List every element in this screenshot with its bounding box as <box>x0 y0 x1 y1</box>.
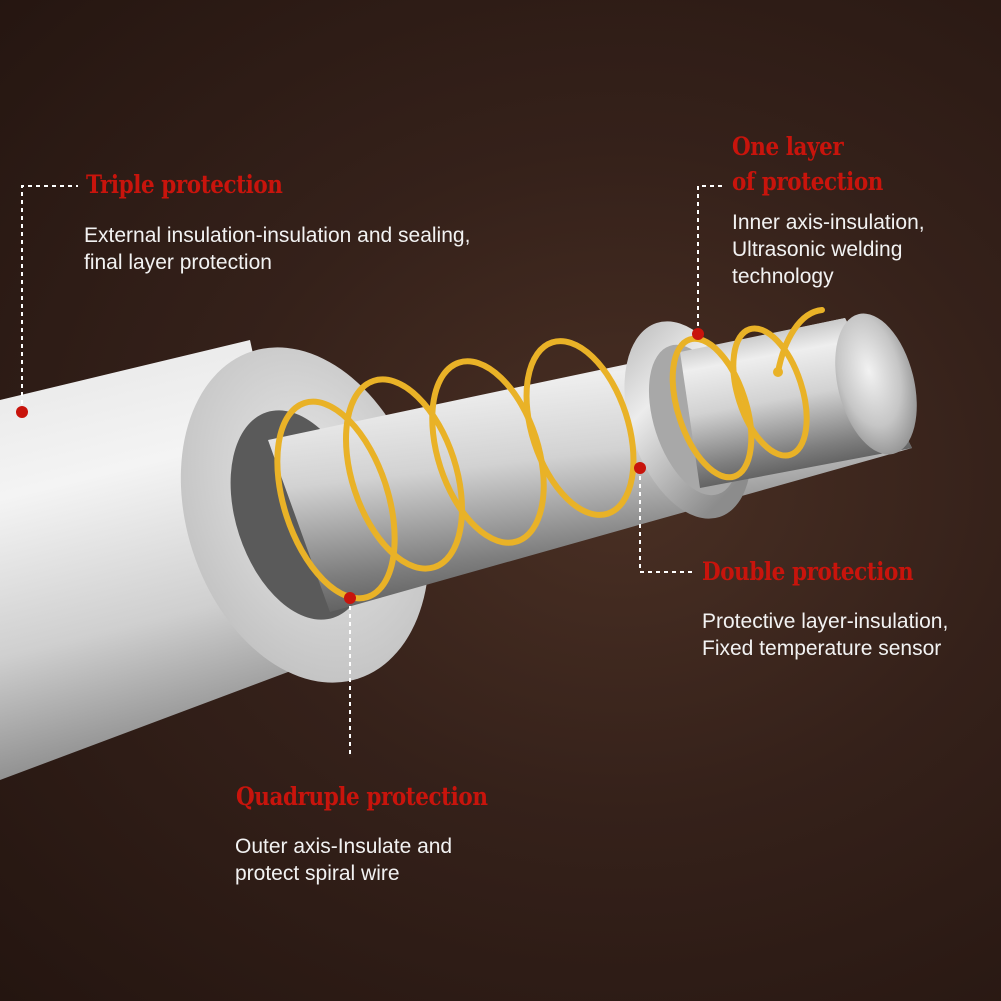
core-tip <box>835 313 917 455</box>
double-protection-line-2: Fixed temperature sensor <box>702 637 942 660</box>
wire-end-cap <box>773 367 783 377</box>
spiral-heating-wire <box>274 307 825 602</box>
triple-protection-title: Triple protection <box>86 170 283 199</box>
quadruple-protection-line-2: protect spiral wire <box>235 862 400 885</box>
marker-dot-one-layer <box>692 328 704 340</box>
double-protection-title: Double protection <box>702 557 914 586</box>
leader-line-one-layer <box>697 185 722 334</box>
triple-protection-line-1: External insulation-insulation and seali… <box>84 224 471 247</box>
one-layer-line-2: Ultrasonic welding <box>732 238 903 261</box>
leader-lines <box>21 185 722 756</box>
quadruple-protection-title: Quadruple protection <box>236 782 488 811</box>
one-layer-line-1: Inner axis-insulation, <box>732 211 925 234</box>
marker-dots <box>16 328 704 604</box>
quadruple-protection-line-1: Outer axis-Insulate and <box>235 835 453 858</box>
triple-protection-line-2: final layer protection <box>84 251 272 274</box>
marker-dot-quadruple <box>344 592 356 604</box>
leader-line-double <box>639 468 694 573</box>
one-layer-title-line-1: One layer <box>732 132 844 161</box>
marker-dot-double <box>634 462 646 474</box>
one-layer-line-3: technology <box>732 265 834 288</box>
marker-dot-triple <box>16 406 28 418</box>
leader-line-triple <box>21 185 78 412</box>
one-layer-title-line-2: of protection <box>732 167 883 196</box>
double-protection-line-1: Protective layer-insulation, <box>702 610 949 633</box>
